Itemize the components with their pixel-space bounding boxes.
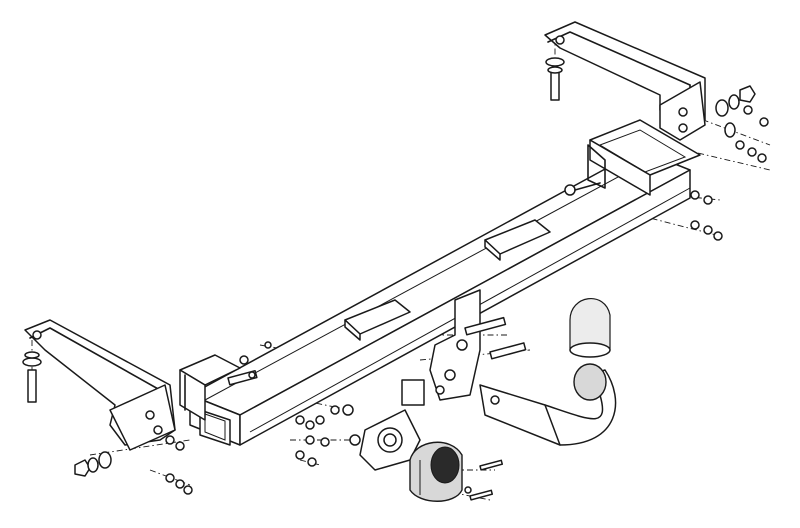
ball-cover [569,298,611,358]
socket [409,441,463,502]
fasteners [22,57,769,501]
right-nut-group-b [735,140,767,163]
center-bolts [227,316,527,467]
right-nut-group-a [715,85,769,138]
right-nut-group-c [690,190,723,241]
center-mount-plate [429,289,481,401]
ball-mount [479,363,617,446]
bracket-right [544,21,706,141]
bracket-left [24,319,176,451]
left-nut-group [74,435,193,495]
socket-screws [464,459,504,501]
